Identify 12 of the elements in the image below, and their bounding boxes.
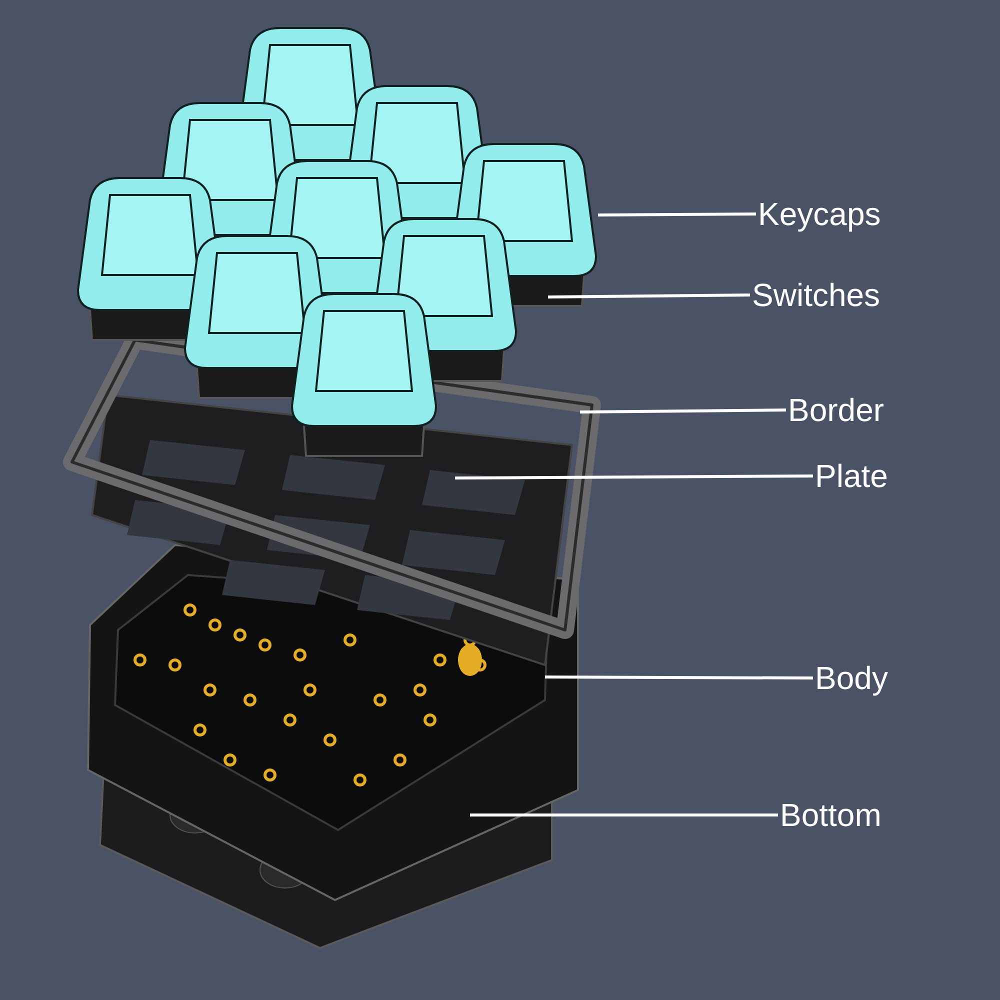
leader-line — [548, 294, 750, 298]
leader-line — [470, 814, 778, 816]
leader-line — [580, 408, 786, 414]
part-label: Switches — [752, 277, 880, 313]
part-label: Border — [788, 392, 884, 428]
part-label: Plate — [815, 458, 888, 494]
part-label: Keycaps — [758, 196, 881, 232]
leader-line — [545, 676, 813, 680]
part-label: Bottom — [780, 797, 882, 833]
leader-line — [598, 212, 756, 216]
leader-line — [455, 474, 813, 480]
part-label: Body — [815, 660, 888, 696]
